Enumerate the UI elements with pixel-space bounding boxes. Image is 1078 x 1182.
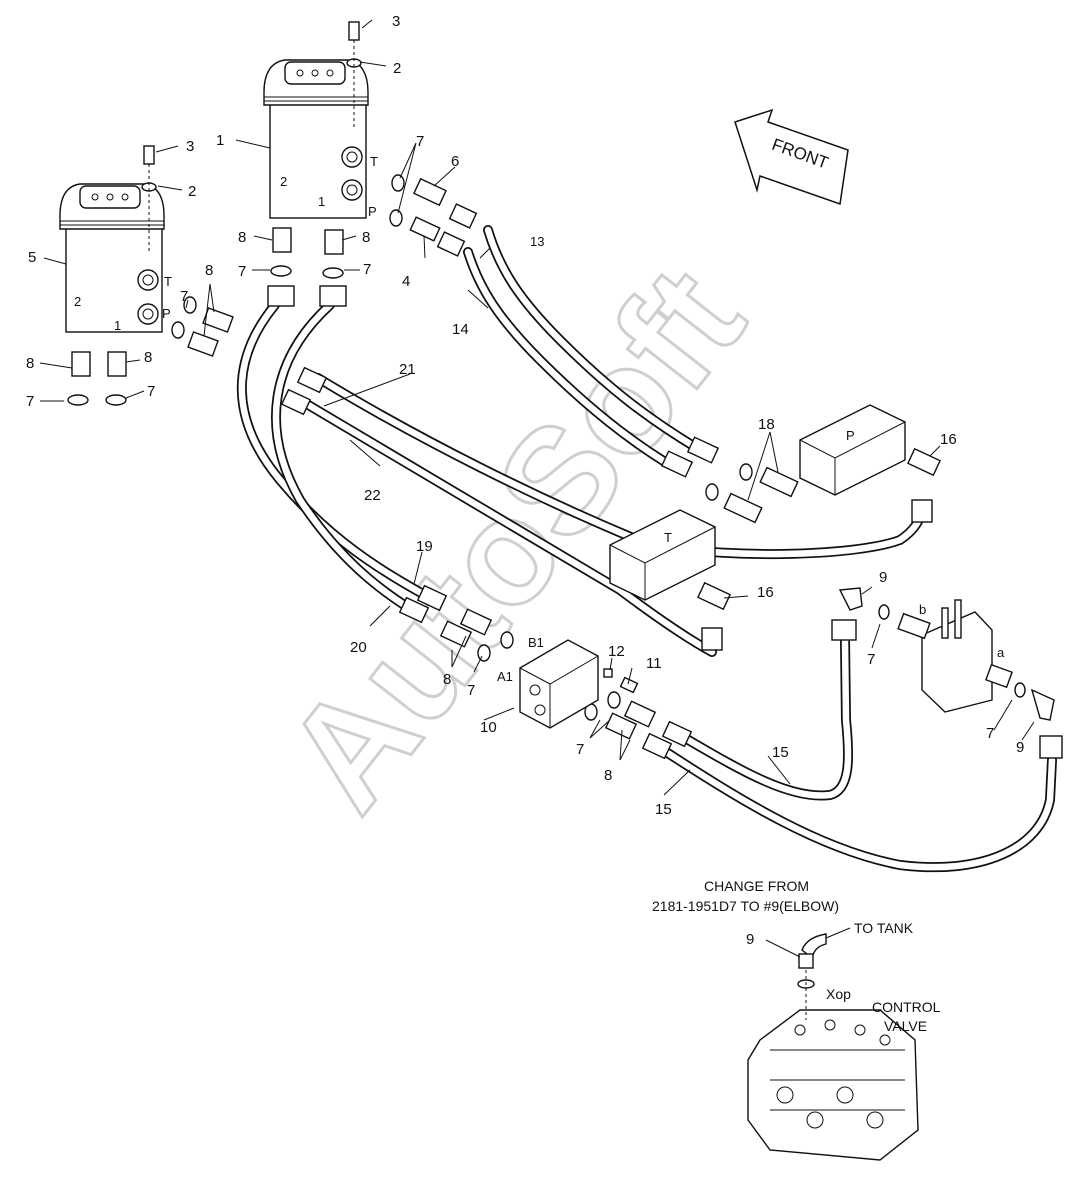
port-p-upper: P — [368, 204, 377, 219]
callout-15-b: 15 — [655, 801, 672, 818]
callout-16-a: 16 — [940, 431, 957, 448]
note-line-1: CHANGE FROM — [704, 878, 809, 894]
callout-2-left: 2 — [188, 183, 196, 200]
callout-22: 22 — [364, 487, 381, 504]
callout-8-b: 8 — [362, 229, 370, 246]
port-2-upper: 2 — [280, 174, 287, 189]
callout-labels: 1 2 2 3 3 4 5 6 7 7 7 7 7 7 7 7 7 7 8 8 … — [26, 13, 1024, 948]
port-t-upper: T — [370, 154, 378, 169]
port-p-left: P — [162, 306, 171, 321]
port-labels: T P T P 2 1 2 1 P T A1 B1 a b — [74, 154, 1005, 684]
leader-lines — [39, 19, 1035, 958]
callout-3-upper: 3 — [392, 13, 400, 30]
callout-7-e: 7 — [26, 393, 34, 410]
callout-8-f: 8 — [443, 671, 451, 688]
junction-block-t — [609, 509, 716, 601]
callout-7-h: 7 — [576, 741, 584, 758]
control-valve — [747, 933, 919, 1161]
port-1-upper: 1 — [318, 194, 325, 209]
callout-8-g: 8 — [604, 767, 612, 784]
callout-8-e: 8 — [144, 349, 152, 366]
callout-20: 20 — [350, 639, 367, 656]
callout-7-b: 7 — [238, 263, 246, 280]
callout-15-a: 15 — [772, 744, 789, 761]
junction-block-p — [799, 404, 906, 496]
callout-21: 21 — [399, 361, 416, 378]
callout-8-c: 8 — [205, 262, 213, 279]
port-1-left: 1 — [114, 318, 121, 333]
port-2-left: 2 — [74, 294, 81, 309]
control-valve-label-1: CONTROL — [872, 999, 941, 1015]
callout-4: 4 — [402, 273, 410, 290]
callout-12: 12 — [608, 643, 625, 660]
callout-7-i: 7 — [867, 651, 875, 668]
callout-2-upper: 2 — [393, 60, 401, 77]
callout-16-b: 16 — [757, 584, 774, 601]
callout-19: 19 — [416, 538, 433, 555]
callout-14: 14 — [452, 321, 469, 338]
selector-valve — [831, 587, 1063, 759]
change-note: CHANGE FROM 2181-1951D7 TO #9(ELBOW) TO … — [652, 878, 941, 1034]
callout-9-b: 9 — [1016, 739, 1024, 756]
bolts-washers — [141, 21, 362, 254]
to-tank-label: TO TANK — [854, 920, 914, 936]
callout-13: 13 — [530, 234, 544, 249]
control-valve-label-2: VALVE — [884, 1018, 927, 1034]
port-b: b — [919, 602, 926, 617]
callout-7-g: 7 — [467, 682, 475, 699]
port-a1: A1 — [497, 669, 513, 684]
callout-18: 18 — [758, 416, 775, 433]
callout-10: 10 — [480, 719, 497, 736]
pilot-valve-upper — [263, 59, 369, 219]
port-t-left: T — [164, 274, 172, 289]
callout-5: 5 — [28, 249, 36, 266]
callout-8-a: 8 — [238, 229, 246, 246]
callout-8-d: 8 — [26, 355, 34, 372]
callout-7-j: 7 — [986, 725, 994, 742]
callout-9-a: 9 — [879, 569, 887, 586]
callout-6: 6 — [451, 153, 459, 170]
callout-9-c: 9 — [746, 931, 754, 948]
fittings — [71, 177, 720, 760]
callout-7-a: 7 — [416, 133, 424, 150]
shuttle-block-10 — [519, 639, 639, 729]
callout-1: 1 — [216, 132, 224, 149]
callout-7-f: 7 — [147, 383, 155, 400]
callout-7-d: 7 — [180, 288, 188, 305]
note-line-2: 2181-1951D7 TO #9(ELBOW) — [652, 898, 839, 914]
o-rings — [67, 174, 1026, 989]
front-arrow: FRONT — [734, 108, 849, 206]
xop-label: Xop — [826, 986, 851, 1002]
port-b1: B1 — [528, 635, 544, 650]
tee-fittings — [697, 447, 941, 651]
callout-11: 11 — [646, 655, 662, 672]
callout-3-left: 3 — [186, 138, 194, 155]
callout-7-c: 7 — [363, 261, 371, 278]
block-p-label: P — [846, 428, 855, 443]
block-t-label: T — [664, 530, 672, 545]
pilot-valve-left — [59, 183, 165, 333]
port-a: a — [997, 645, 1005, 660]
